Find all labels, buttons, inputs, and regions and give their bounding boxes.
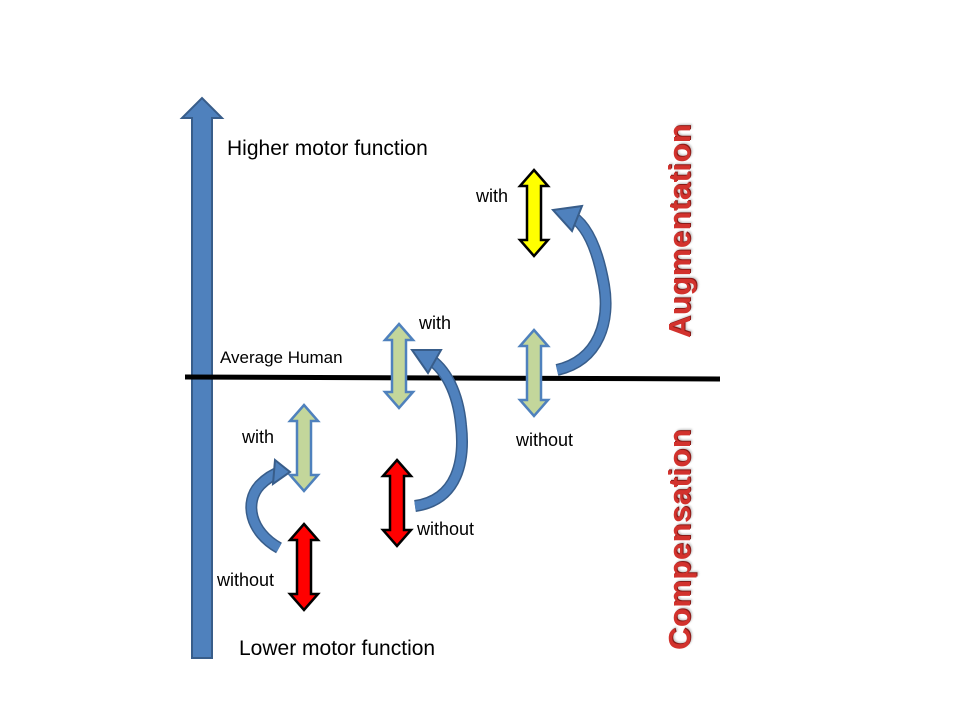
low-with-label: with (242, 427, 275, 447)
average-human-label: Average Human (220, 348, 343, 367)
mid-with-arrow (382, 322, 416, 410)
right-without-label: without (516, 430, 574, 450)
augmented-with-arrow (517, 168, 551, 258)
right-without-arrow (517, 328, 551, 418)
mid-without-label: without (417, 519, 475, 539)
augmented-with-label: with (476, 186, 509, 206)
low-without-label: without (217, 570, 275, 590)
lower-motor-function-label: Lower motor function (239, 637, 436, 660)
mid-with-label: with (419, 313, 452, 333)
augmentation-label: Augmentation (662, 123, 697, 338)
low-with-arrow (287, 403, 321, 493)
higher-motor-function-label: Higher motor function (227, 137, 428, 160)
low-without-arrow (287, 522, 321, 612)
mid-without-arrow (380, 458, 414, 548)
compensation-label: Compensation (662, 428, 697, 650)
